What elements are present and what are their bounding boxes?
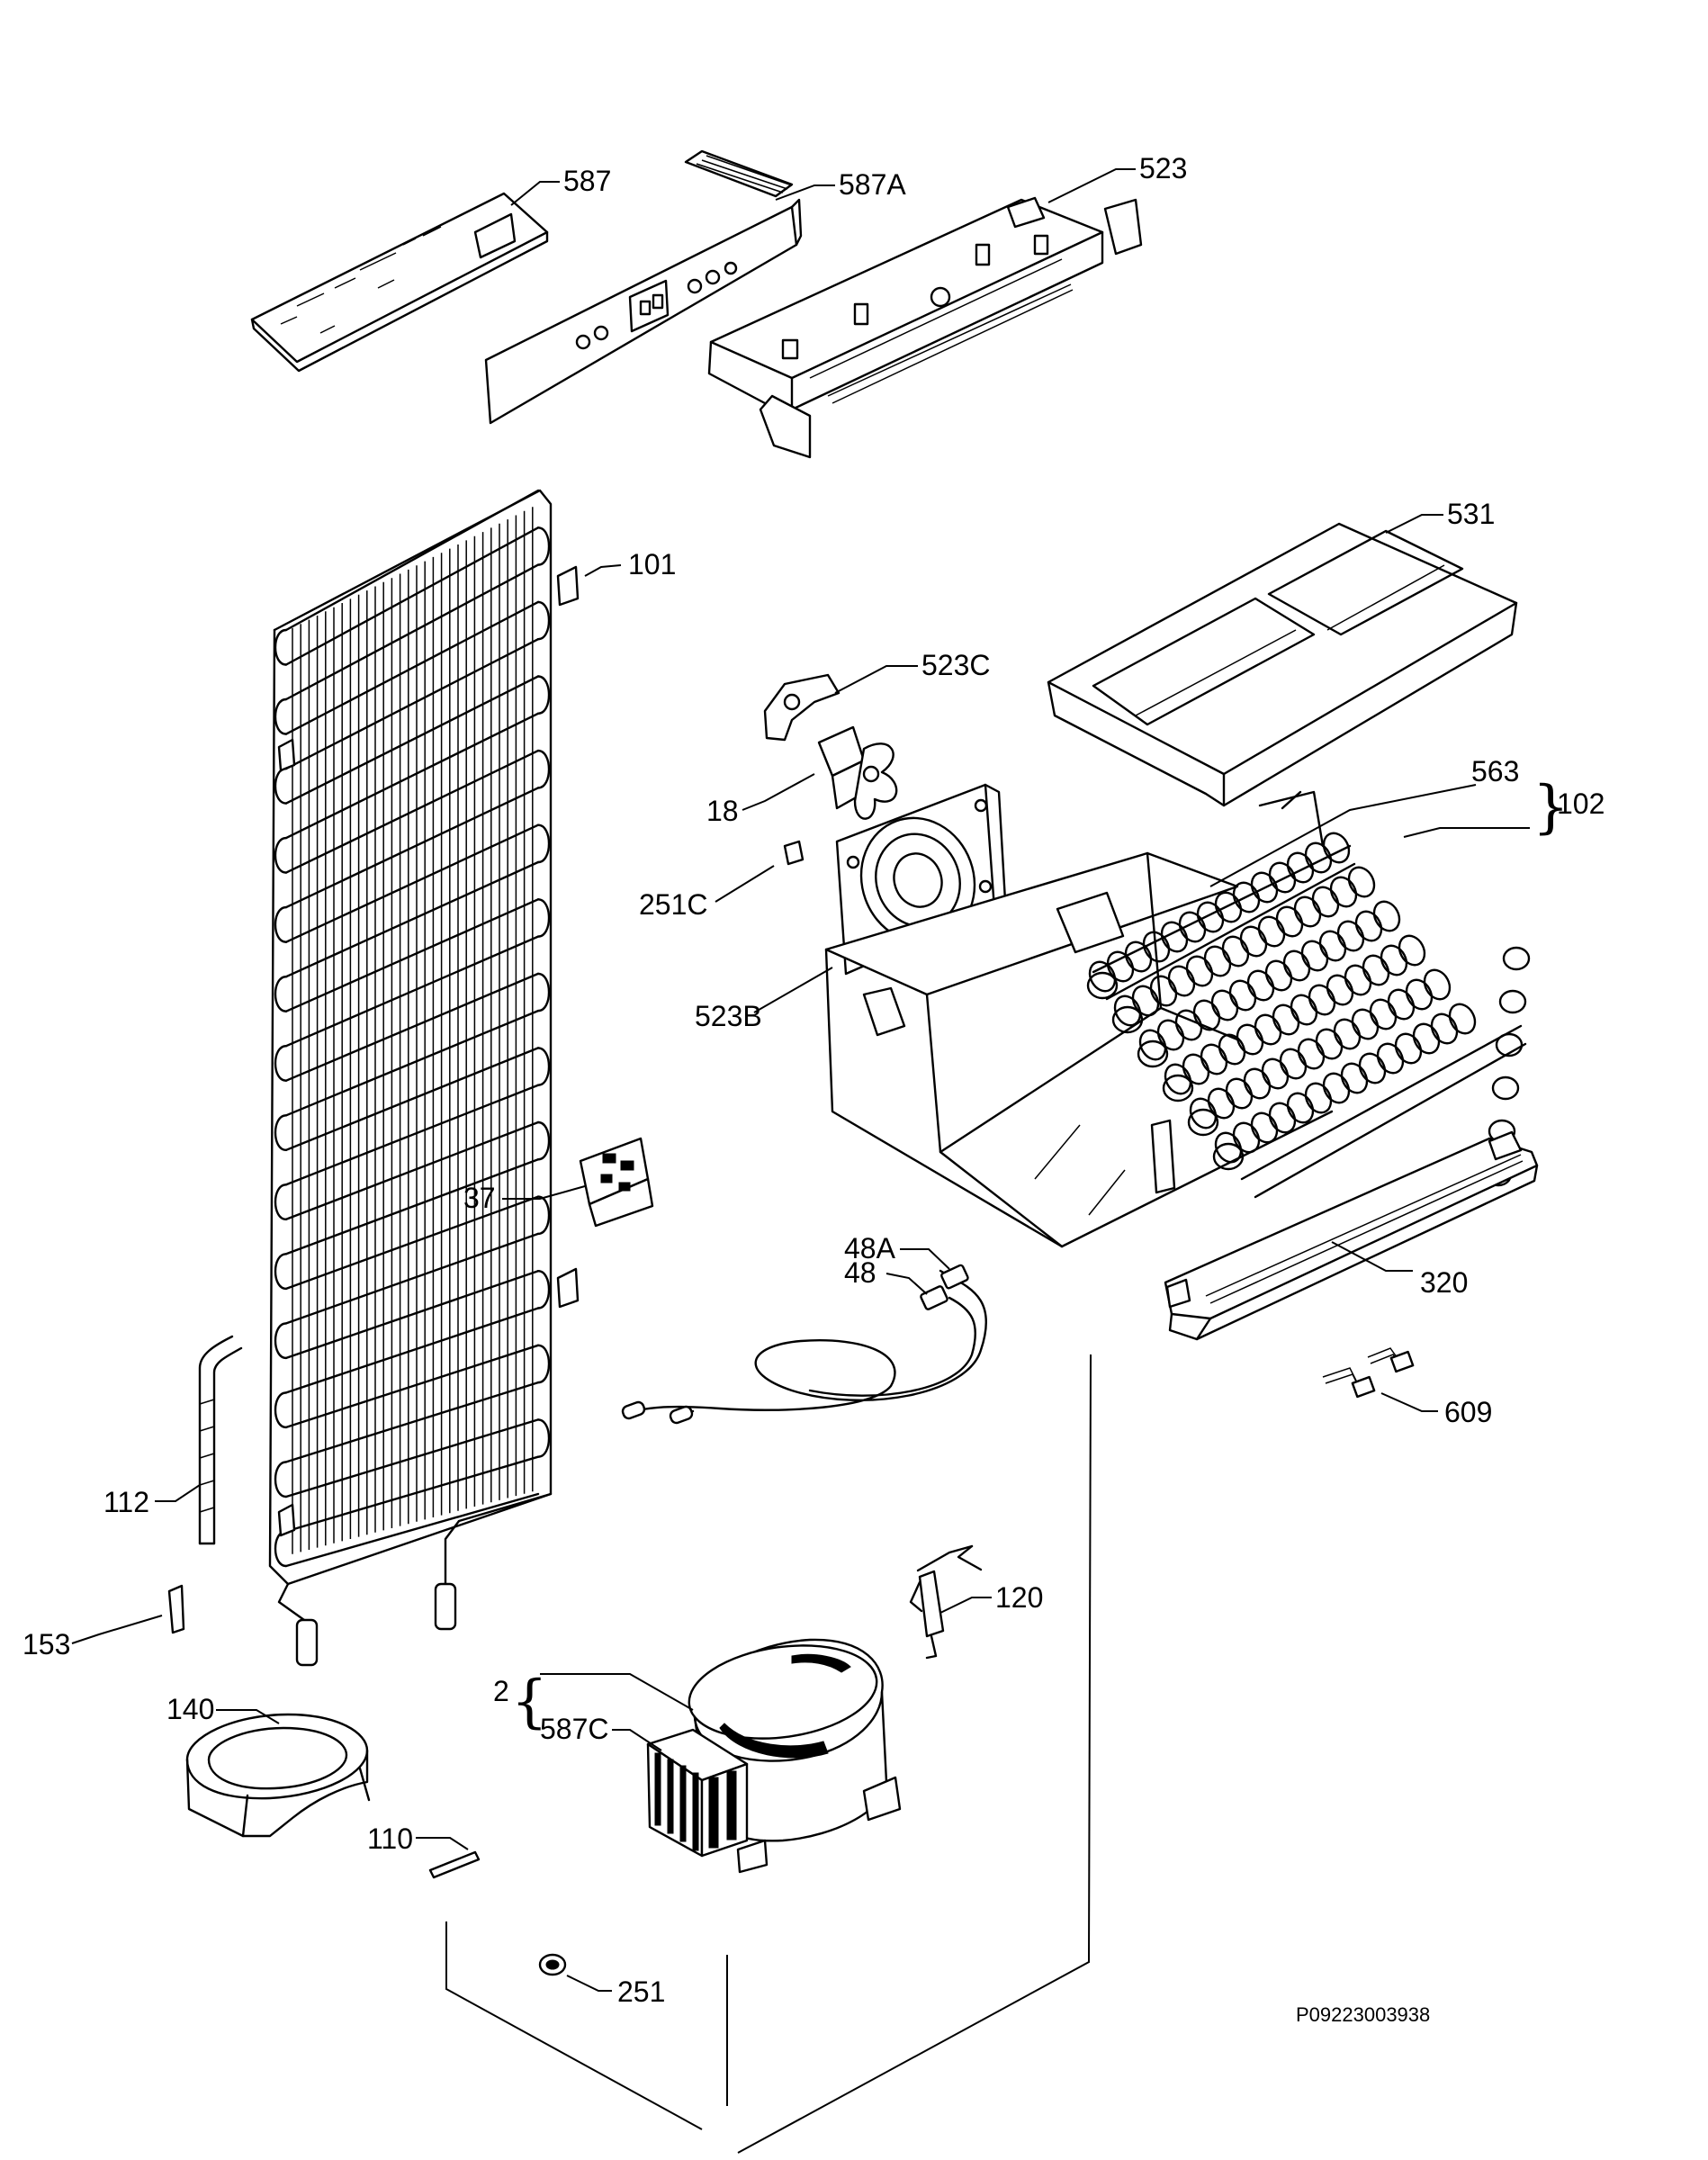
label-140: 140 [166, 1693, 214, 1725]
label-531: 531 [1447, 498, 1495, 530]
leader-112 [155, 1484, 201, 1502]
label-18: 18 [706, 795, 739, 827]
leader-153 [71, 1615, 163, 1644]
part-523-control-housing [707, 196, 1143, 459]
part-609-connectors [1322, 1347, 1415, 1399]
part-2-compressor [688, 1638, 902, 1874]
part-587C-relay [646, 1728, 749, 1858]
leader-251C [715, 865, 775, 903]
part-251-bung [538, 1953, 567, 1976]
leader-523C [834, 665, 918, 694]
leader-587C [612, 1729, 662, 1751]
leader-587A [775, 184, 835, 201]
part-531-cover [1047, 522, 1518, 807]
part-563-evaporator [1086, 790, 1531, 1199]
part-140-drip-tray [185, 1713, 371, 1838]
label-102: 102 [1557, 788, 1605, 820]
label-37: 37 [463, 1182, 496, 1214]
label-153: 153 [22, 1628, 70, 1660]
label-251: 251 [617, 1976, 665, 2008]
part-320-drip-channel [1164, 1130, 1539, 1341]
label-563: 563 [1471, 755, 1519, 788]
part-evaporator-tray [824, 851, 1334, 1248]
leader-587 [510, 181, 560, 206]
part-587A-display-board [484, 149, 803, 425]
brace-2: { [511, 1669, 548, 1735]
part-48-cable [621, 1264, 987, 1425]
leader-563 [1209, 784, 1530, 887]
part-110-pin [428, 1850, 481, 1879]
label-523: 523 [1139, 152, 1187, 184]
leader-251 [566, 1975, 612, 1992]
label-609: 609 [1444, 1396, 1492, 1428]
leader-531 [1385, 514, 1443, 534]
label-587A: 587A [839, 168, 906, 201]
label-320: 320 [1420, 1266, 1468, 1299]
label-523C: 523C [921, 649, 991, 681]
leader-18 [742, 773, 815, 811]
label-101: 101 [628, 548, 676, 580]
leader-2 [540, 1673, 694, 1711]
leader-609 [1380, 1392, 1438, 1412]
leader-523 [1047, 168, 1136, 203]
label-587: 587 [563, 165, 611, 197]
part-condenser [268, 489, 580, 1667]
cabinet-outline [445, 1354, 1092, 2154]
leader-48A [900, 1248, 950, 1270]
label-120: 120 [995, 1581, 1043, 1614]
leader-37 [502, 1185, 586, 1200]
label-110: 110 [367, 1822, 413, 1855]
part-251C [783, 840, 805, 866]
reference-code: P09223003938 [1296, 2003, 1430, 2026]
part-587-control-board [250, 192, 549, 373]
brace-102: } [1533, 774, 1569, 841]
label-48A: 48A [844, 1232, 896, 1264]
leader-110 [416, 1837, 469, 1850]
leader-523B [753, 967, 833, 1013]
label-112: 112 [103, 1486, 149, 1518]
part-523C-bracket [763, 673, 841, 742]
part-18-fan-motor [817, 725, 898, 820]
label-251C: 251C [639, 888, 708, 921]
label-2: 2 [493, 1675, 509, 1707]
part-120-drier [909, 1544, 983, 1660]
part-153-clip [167, 1584, 185, 1634]
leader-320 [1331, 1241, 1413, 1272]
part-112-drain-hose [198, 1335, 243, 1545]
leader-140 [216, 1709, 280, 1724]
label-48: 48 [844, 1256, 876, 1289]
leader-120 [939, 1597, 992, 1614]
leader-48 [885, 1273, 928, 1295]
leader-101 [584, 564, 622, 577]
label-523B: 523B [695, 1000, 762, 1032]
part-37-thermostat [579, 1137, 654, 1228]
label-587C: 587C [540, 1713, 609, 1745]
